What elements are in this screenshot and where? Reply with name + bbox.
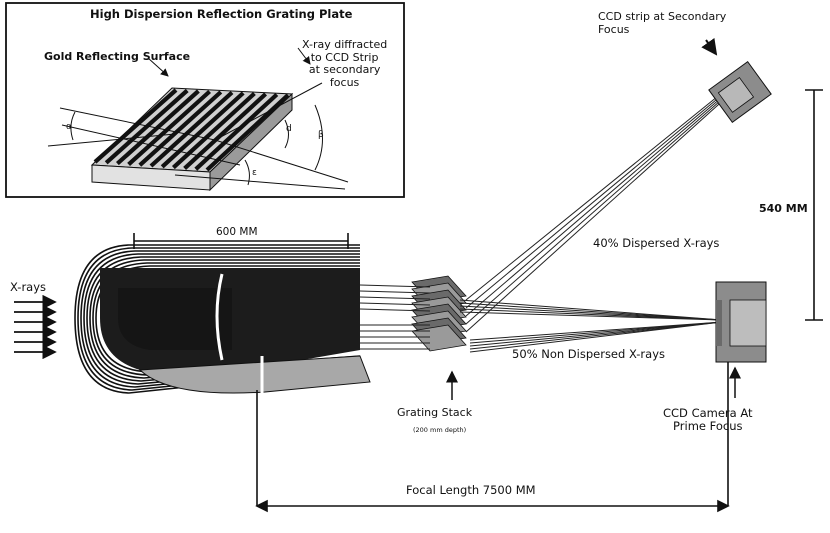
mirror-shell [74,244,361,394]
inset-title: High Dispersion Reflection Grating Plate [90,7,353,21]
ray [359,284,431,288]
grating-depth-label: (200 mm depth) [413,426,467,434]
gold-surface-label: Gold Reflecting Surface [44,50,191,63]
ccd-secondary-strip [708,61,772,123]
groove [115,89,200,166]
groove [160,91,245,169]
diffracted-label: X-ray diffracted to CCD Strip at seconda… [302,38,388,90]
angle-alpha: α [66,122,72,132]
groove [205,93,290,172]
groove [171,91,256,170]
dim-600 [133,233,349,249]
angle-beta: β [318,130,324,140]
diffracted-line-2: to CCD Strip [310,50,379,64]
input-xray-arrows [14,294,57,360]
height-label: 540 MM [759,202,808,215]
grating-stack [411,275,467,352]
grating-plate [90,87,294,192]
ray [359,302,431,306]
ray [359,308,431,312]
ray-paths [359,87,729,353]
dim-540 [805,89,823,321]
angle-epsilon: ε [252,168,257,178]
ccd-camera-line-1: CCD Camera At [663,406,753,420]
diffracted-line-3: at secondary [308,63,381,77]
mirror-shell [83,253,361,385]
dispersed-label: 40% Dispersed X-rays [593,236,720,250]
mirror-length-label: 600 MM [216,226,258,238]
mirror-shell [80,250,361,388]
ray [359,290,431,294]
xrays-label: X-rays [10,280,47,294]
ccd-secondary-line-1: CCD strip at Secondary [598,10,727,23]
ray [469,321,723,353]
ccd-secondary-label: CCD strip at Secondary Focus [598,10,727,36]
focal-length-label: Focal Length 7500 MM [406,483,536,497]
ccd-secondary-pointer [701,37,718,56]
ray [465,91,729,317]
ccd-camera-line-2: Prime Focus [673,419,743,434]
ray [459,311,723,321]
ccd-camera-label: CCD Camera At Prime Focus [663,406,753,434]
ray [465,87,729,301]
grating-stack-label: Grating Stack [397,406,473,419]
ray [465,93,729,325]
ccd-camera [715,281,767,363]
dim-focal [255,362,730,513]
diffracted-line-1: X-ray diffracted [302,38,388,51]
groove [138,90,223,167]
ray [465,95,729,333]
groove [149,90,234,168]
ray [359,296,431,300]
mirror-shell [86,256,361,382]
non-dispersed-label: 50% Non Dispersed X-rays [512,347,665,361]
mirror-shell [92,262,361,376]
mirror-shell [77,247,361,391]
mirror-assembly [74,244,371,394]
groove [93,88,178,164]
groove [127,89,212,166]
inset-rays [47,47,349,190]
groove [194,92,279,171]
diffracted-line-4: focus [329,75,360,89]
ray [465,89,729,309]
ccd-secondary-line-2: Focus [598,22,630,36]
groove-spacing-d: d [286,124,292,134]
mirror-shell [89,259,361,379]
groove [104,88,189,165]
